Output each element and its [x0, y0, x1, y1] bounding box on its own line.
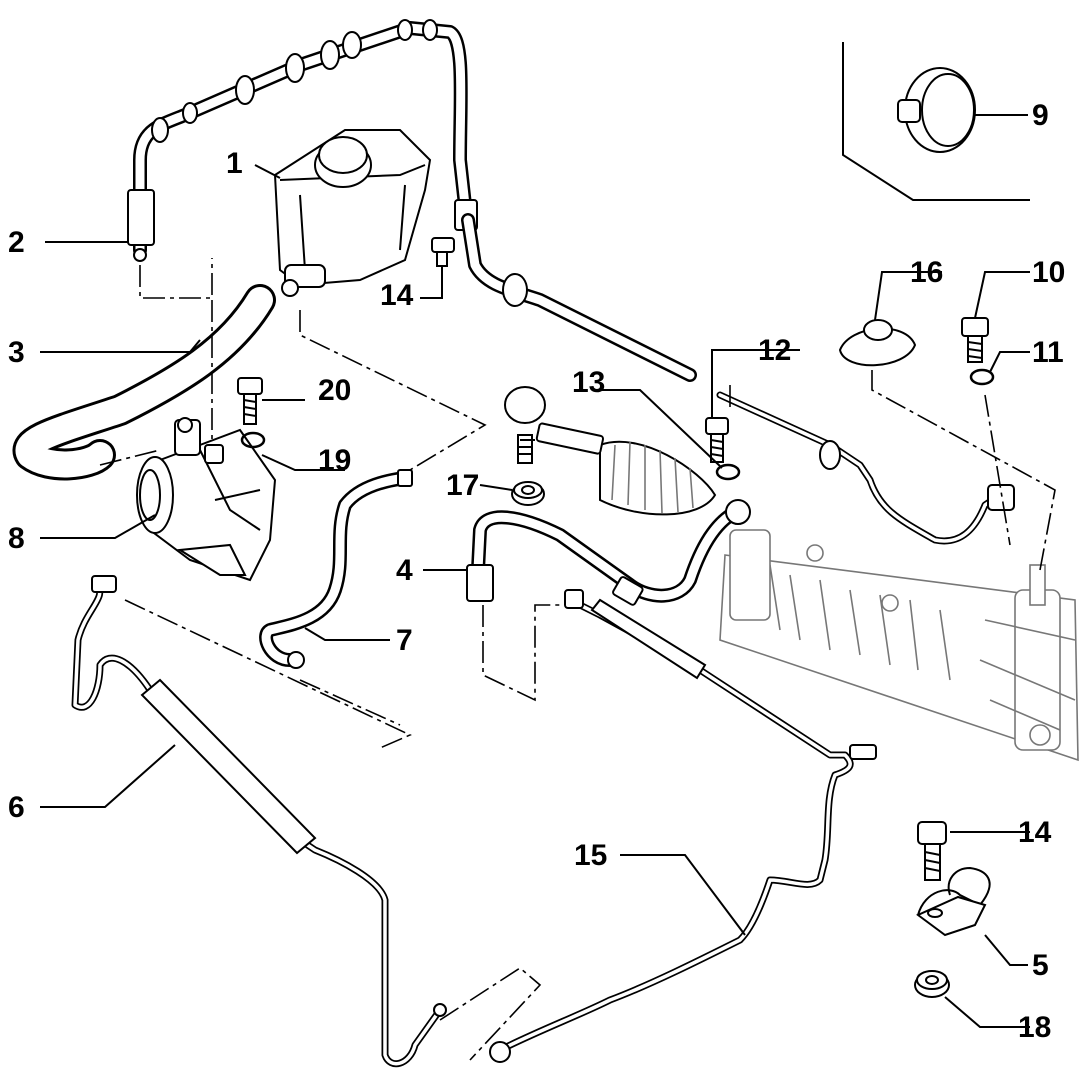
callout-leaders — [40, 114, 1030, 1028]
rack-return-pipe — [716, 391, 1015, 545]
callout-11: 11 — [1032, 336, 1064, 369]
washer-19 — [240, 431, 266, 449]
callout-14-upper: 14 — [380, 279, 414, 312]
callout-12: 12 — [758, 334, 791, 367]
callout-5: 5 — [1032, 949, 1049, 982]
callout-3: 3 — [8, 336, 25, 369]
callout-labels: 1 2 3 4 5 6 7 8 9 10 11 12 13 14 14 15 1… — [8, 99, 1065, 1044]
banjo-bolt-12 — [705, 417, 729, 463]
callout-7: 7 — [396, 624, 413, 657]
assembly-lines — [99, 258, 1056, 1061]
pressure-hose — [259, 469, 413, 669]
cooling-pipe-6 — [71, 575, 447, 1068]
banjo-bolt-20 — [237, 377, 263, 425]
callout-17: 17 — [446, 469, 479, 502]
bolt-14-lower — [917, 821, 947, 881]
callout-19: 19 — [318, 444, 351, 477]
washer-11 — [969, 368, 995, 386]
cap-bracket — [842, 42, 1030, 201]
washer-13 — [715, 463, 741, 481]
callout-9: 9 — [1032, 99, 1049, 132]
callout-18: 18 — [1018, 1011, 1051, 1044]
callout-4: 4 — [396, 554, 413, 587]
feed-hose — [466, 499, 751, 606]
steering-rack-ghost — [719, 529, 1079, 762]
callout-14-lower: 14 — [1018, 816, 1052, 849]
callout-1: 1 — [226, 147, 243, 180]
nut-18 — [914, 970, 950, 998]
grommet-16 — [838, 319, 917, 367]
callout-13: 13 — [572, 366, 605, 399]
callout-10: 10 — [1032, 256, 1065, 289]
callout-15: 15 — [574, 839, 607, 872]
upper-hose — [127, 19, 478, 262]
callout-2: 2 — [8, 226, 25, 259]
power-steering-pump — [136, 417, 277, 582]
bolt-10 — [961, 317, 989, 363]
cap-9 — [897, 67, 976, 153]
reservoir-tank — [273, 129, 432, 297]
clamp-5 — [916, 866, 991, 937]
callout-6: 6 — [8, 791, 25, 824]
bolt-14-upper — [431, 237, 455, 267]
callout-20: 20 — [318, 374, 351, 407]
tie-rod-boot — [504, 386, 717, 516]
return-hose-to-rack — [461, 213, 697, 382]
nut-17 — [511, 481, 545, 506]
callout-8: 8 — [8, 522, 25, 555]
cooling-pipe-15 — [489, 589, 877, 1063]
callout-16: 16 — [910, 256, 943, 289]
